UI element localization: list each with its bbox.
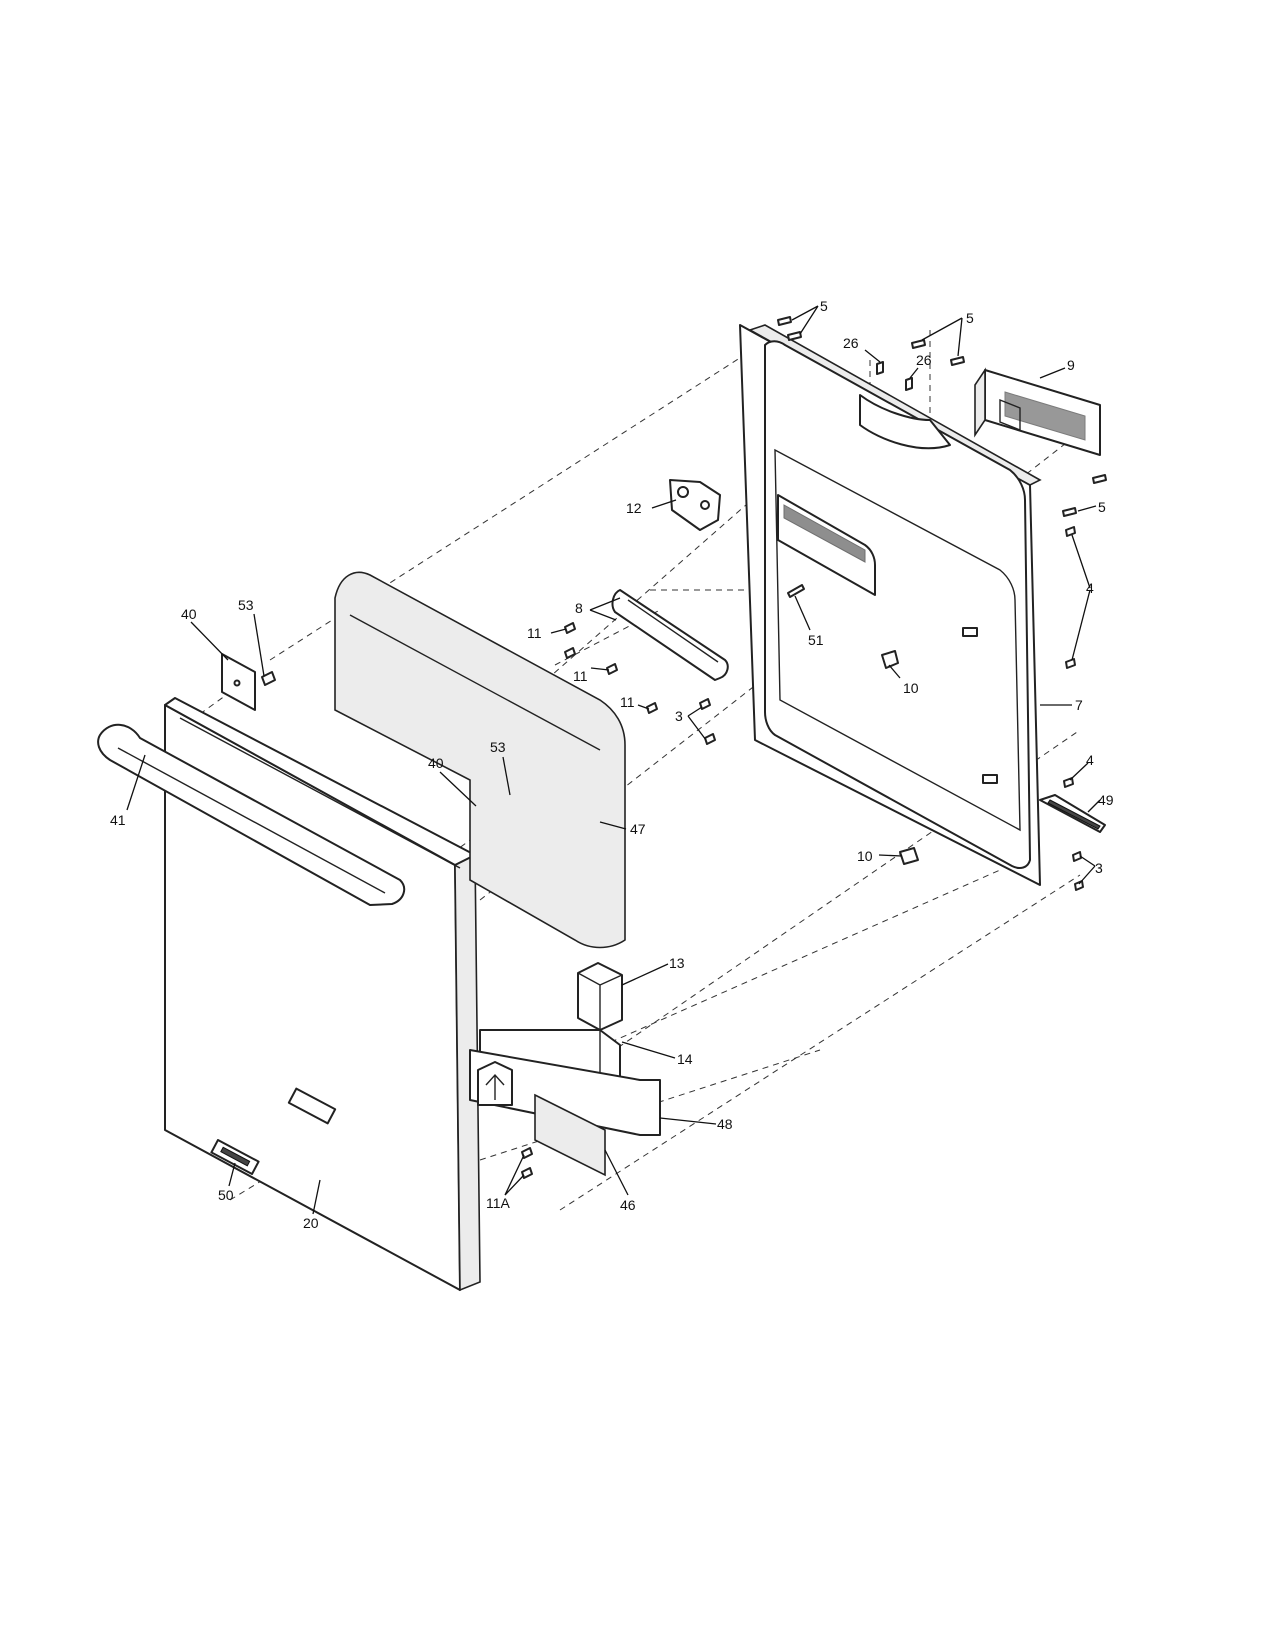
callout-26: 26 — [843, 335, 859, 351]
callout-10: 10 — [903, 680, 919, 696]
trim-strip-49 — [1039, 794, 1106, 833]
callout-40: 40 — [428, 755, 444, 771]
callout-10: 10 — [857, 848, 873, 864]
callout-53: 53 — [238, 597, 254, 613]
callout-12: 12 — [626, 500, 642, 516]
block-13 — [577, 962, 623, 1031]
callout-4: 4 — [1086, 580, 1094, 596]
leader-lines — [126, 305, 1101, 1215]
callout-26: 26 — [916, 352, 932, 368]
callout-4: 4 — [1086, 752, 1094, 768]
screws-3-lower — [1072, 851, 1084, 891]
callout-13: 13 — [669, 955, 685, 971]
screws-26 — [876, 361, 913, 391]
callout-53: 53 — [490, 739, 506, 755]
callout-14: 14 — [677, 1051, 693, 1067]
callout-49: 49 — [1098, 792, 1114, 808]
callout-11: 11 — [527, 625, 542, 641]
panel-46 — [534, 1093, 606, 1177]
callout-40: 40 — [181, 606, 197, 622]
logo-recess — [287, 1087, 337, 1125]
callout-7: 7 — [1075, 697, 1083, 713]
inner-door-liner — [739, 324, 1042, 886]
screw-53-upper — [261, 671, 276, 686]
callout-9: 9 — [1067, 357, 1075, 373]
callout-11: 11 — [620, 694, 635, 710]
clip-10-upper — [881, 650, 899, 669]
callout-20: 20 — [303, 1215, 319, 1231]
callout-5: 5 — [966, 310, 974, 326]
callout-11A: 11A — [486, 1195, 511, 1211]
callout-51: 51 — [808, 632, 824, 648]
vent-assembly — [611, 589, 729, 681]
callout-11: 11 — [573, 668, 588, 684]
callout-50: 50 — [218, 1187, 234, 1203]
insulation-blanket — [334, 571, 626, 949]
callout-3: 3 — [675, 708, 683, 724]
badge-nameplate — [210, 1139, 260, 1175]
callout-8: 8 — [575, 600, 583, 616]
callout-5: 5 — [820, 298, 828, 314]
door-handle — [97, 723, 406, 906]
clip-10-lower — [899, 847, 919, 865]
callout-46: 46 — [620, 1197, 636, 1213]
control-board — [974, 367, 1101, 456]
callout-41: 41 — [110, 812, 126, 828]
channel-48 — [469, 1049, 661, 1136]
callout-3: 3 — [1095, 860, 1103, 876]
callout-47: 47 — [630, 821, 646, 837]
screws-5 — [777, 316, 1107, 517]
callout-labels: 5 5 26 26 9 12 5 4 8 11 11 11 3 51 10 7 … — [110, 298, 1114, 1231]
bracket-upper — [221, 653, 256, 711]
screws-4 — [1063, 526, 1076, 788]
screws-3-upper — [699, 698, 716, 745]
callout-48: 48 — [717, 1116, 733, 1132]
callout-5: 5 — [1098, 499, 1106, 515]
screws-11 — [564, 622, 658, 714]
pin-51 — [787, 584, 805, 598]
screws-11A — [521, 1147, 533, 1179]
outer-door-panel — [164, 697, 481, 1292]
dispenser-assembly — [669, 479, 721, 531]
